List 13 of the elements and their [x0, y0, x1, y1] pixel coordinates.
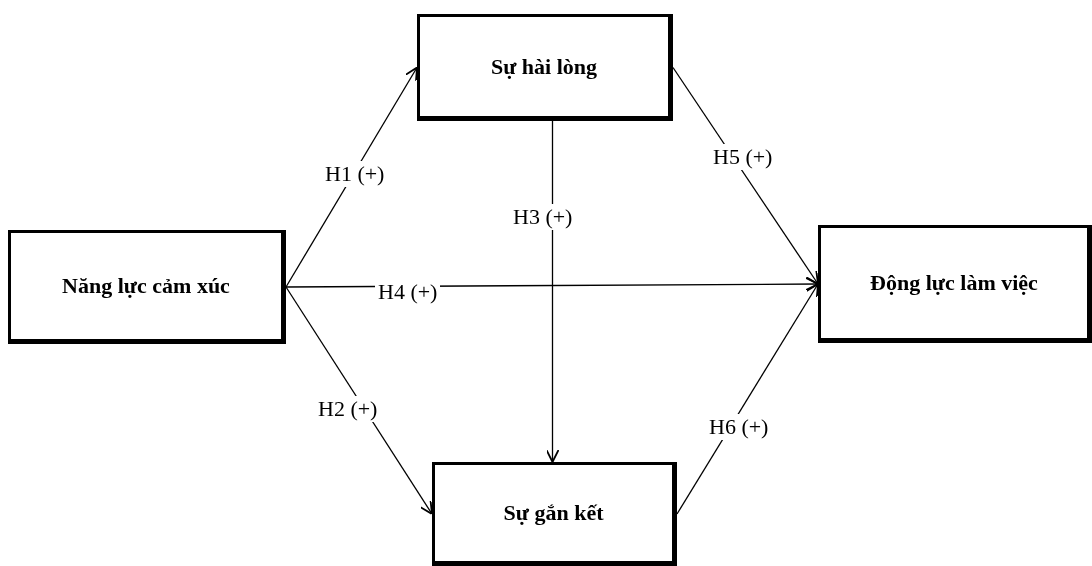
arrow [285, 286, 433, 515]
arrow [545, 120, 560, 463]
concept-box [417, 14, 673, 121]
concept-box [8, 230, 286, 344]
arrow [672, 66, 819, 285]
concept-label: Sự gắn kết [503, 499, 604, 528]
concept-box [818, 225, 1092, 343]
concept-label: Sự hài lòng [490, 52, 598, 81]
arrow [285, 66, 418, 288]
concept-label: Động lực làm việc [870, 269, 1038, 298]
arrow [676, 283, 819, 515]
concept-label: Năng lực cảm xúc [62, 272, 230, 301]
concept-box [432, 462, 677, 566]
